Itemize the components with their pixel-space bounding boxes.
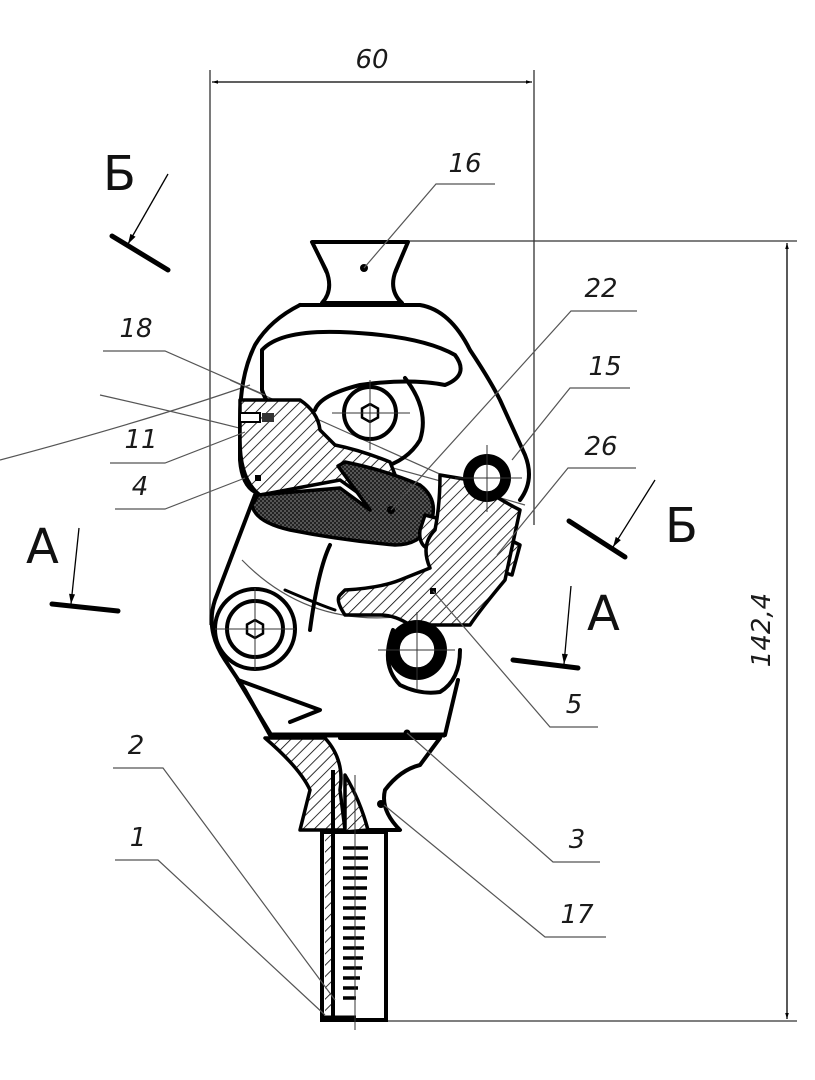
section-marker-a-right: А bbox=[510, 585, 620, 671]
svg-text:16: 16 bbox=[448, 149, 481, 179]
svg-text:1: 1 bbox=[130, 823, 147, 853]
section-marker-b-left: Б bbox=[103, 146, 171, 273]
callout-17: 17 bbox=[383, 804, 606, 938]
svg-text:18: 18 bbox=[119, 314, 152, 344]
parts-1-2-spring-tube bbox=[320, 770, 388, 1030]
callouts: 16 22 18 15 11 26 4 bbox=[103, 149, 637, 1016]
callout-26: 26 bbox=[496, 432, 636, 556]
part-16-top-lug bbox=[310, 240, 410, 305]
lower-right-bushing bbox=[378, 612, 462, 695]
svg-text:15: 15 bbox=[588, 352, 621, 382]
section-letter: А bbox=[26, 519, 59, 575]
section-letter: Б bbox=[103, 146, 136, 202]
callout-15: 15 bbox=[511, 352, 630, 461]
callout-16: 16 bbox=[363, 149, 495, 269]
dimension-width: 60 bbox=[209, 45, 535, 625]
callout-4: 4 bbox=[115, 472, 246, 510]
svg-text:26: 26 bbox=[584, 432, 617, 462]
dimension-height-value: 142,4 bbox=[747, 593, 777, 667]
upper-pivot-hex bbox=[332, 376, 425, 472]
svg-text:17: 17 bbox=[560, 900, 594, 930]
dimension-width-value: 60 bbox=[355, 45, 388, 75]
section-marker-b-right: Б bbox=[566, 479, 698, 560]
callout-5: 5 bbox=[432, 590, 598, 728]
callout-2: 2 bbox=[113, 731, 336, 1001]
callout-18: 18 bbox=[103, 314, 266, 396]
section-marker-a-left: А bbox=[26, 519, 121, 614]
svg-text:4: 4 bbox=[132, 472, 149, 502]
lower-left-pivot-hex bbox=[213, 587, 297, 671]
callout-11: 11 bbox=[110, 425, 246, 464]
section-letter: А bbox=[587, 586, 620, 642]
section-letter: Б bbox=[665, 498, 698, 554]
callout-1: 1 bbox=[115, 823, 326, 1016]
callout-22: 22 bbox=[390, 274, 637, 511]
callout-3: 3 bbox=[406, 732, 600, 863]
svg-text:22: 22 bbox=[584, 274, 617, 304]
part-15-bushing bbox=[455, 445, 522, 512]
svg-text:11: 11 bbox=[124, 425, 157, 455]
svg-text:2: 2 bbox=[128, 731, 145, 761]
svg-text:5: 5 bbox=[566, 690, 583, 720]
svg-text:3: 3 bbox=[569, 825, 586, 855]
dimension-height: 142,4 bbox=[330, 240, 797, 1022]
